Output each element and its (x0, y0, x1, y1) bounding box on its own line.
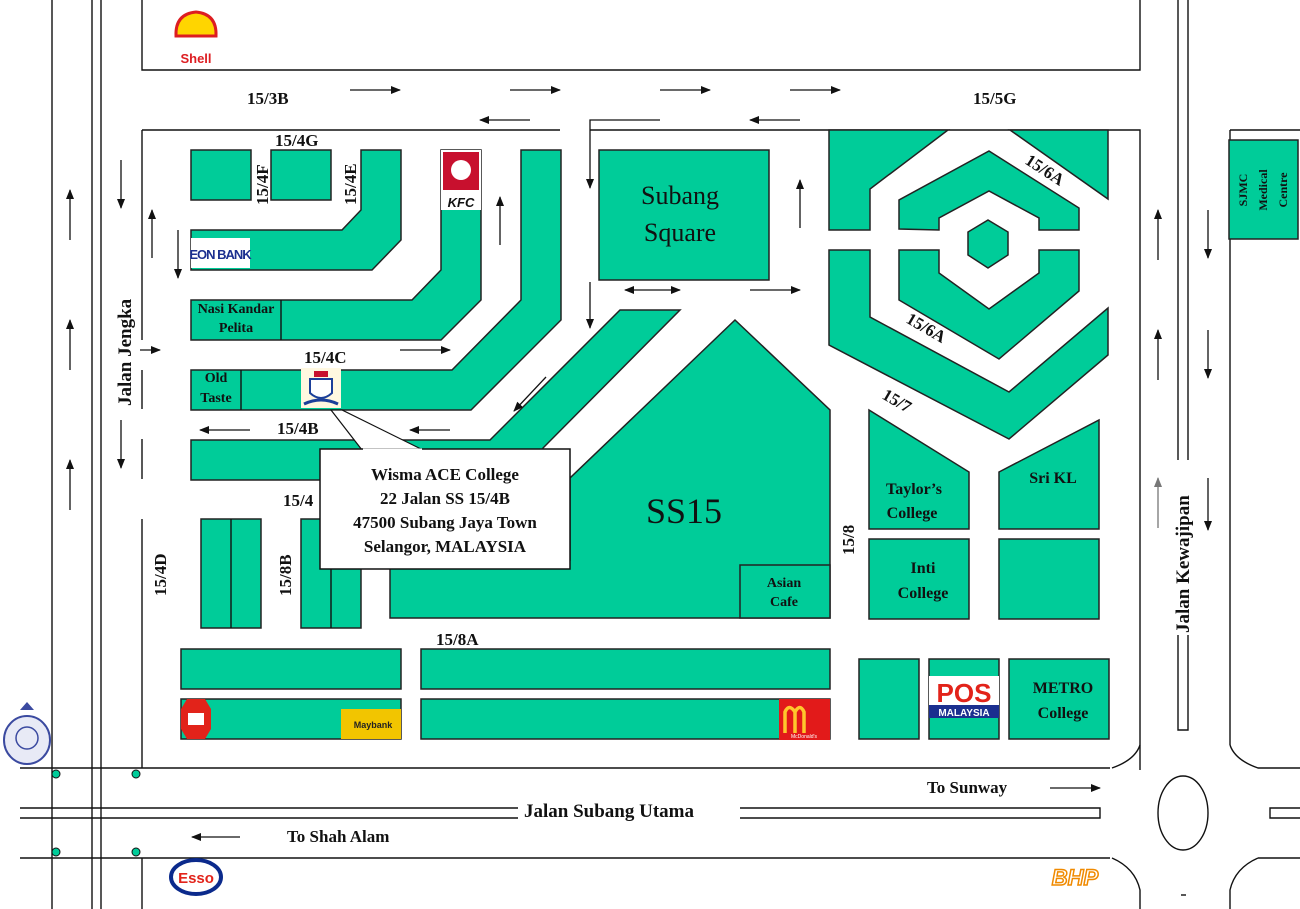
block-inti (868, 538, 970, 620)
inti-label: Inti (911, 560, 936, 577)
inti-label-2: College (898, 585, 949, 602)
road-label-15-4: 15/4 (283, 491, 314, 510)
block-15-4g-west (190, 149, 252, 201)
traffic-arrows (66, 86, 1212, 841)
direction-to-sunway: To Sunway (927, 778, 1008, 797)
road-label-jalan-subang-utama: Jalan Subang Utama (524, 801, 694, 822)
svg-text:KFC: KFC (448, 195, 475, 210)
svg-text:Esso: Esso (178, 870, 214, 887)
ss15-label: SS15 (646, 491, 722, 531)
block-small (858, 658, 920, 740)
callout-line-2: 22 Jalan SS 15/4B (380, 489, 510, 508)
traffic-lights (51, 769, 141, 857)
sjmc-label-2: Medical (1256, 169, 1270, 211)
road-label-jalan-jengka: Jalan Jengka (115, 298, 136, 406)
place-labels: Subang Square SS15 Nasi Kandar Pelita Ol… (198, 169, 1290, 722)
esso-logo: Esso (169, 858, 223, 896)
block-empty (998, 538, 1100, 620)
kfc-logo: KFC (441, 150, 481, 210)
asian-cafe-label: Asian (767, 576, 801, 591)
callout-line-4: Selangor, MALAYSIA (364, 537, 527, 556)
road-label-15-4c: 15/4C (304, 348, 347, 367)
roundabout (1157, 775, 1209, 851)
petrol-station-octagon-logo (181, 699, 211, 739)
block-asian-cafe (739, 564, 831, 619)
block-subang-square (598, 149, 770, 281)
ace-college-logo (301, 368, 341, 408)
block-hex-inner-top (898, 150, 1080, 231)
svg-text:Shell: Shell (180, 51, 211, 66)
bhp-petrol-logo: BHP (1051, 864, 1099, 891)
sjmc-label: SJMC (1236, 174, 1250, 207)
block-15-8a-west (180, 648, 402, 690)
block-hex-ne (1007, 129, 1109, 201)
block-sjmc (1228, 139, 1299, 240)
road-labels: 15/3B 15/5G 15/4G 15/4F 15/4E 15/4C 15/4… (110, 89, 1198, 846)
block-hex-inner-bottom (898, 249, 1080, 360)
police-crest-logo (3, 702, 51, 765)
block-15-4g-east (270, 149, 332, 201)
road-label-15-3b: 15/3B (247, 89, 289, 108)
mcdonalds-logo: McDonald's (779, 699, 830, 740)
svg-text:EON BANK: EON BANK (189, 247, 252, 262)
svg-text:MALAYSIA: MALAYSIA (938, 708, 989, 719)
nasi-kandar-label: Nasi Kandar (198, 302, 275, 317)
callout-line-1: Wisma ACE College (371, 465, 519, 484)
svg-text:Maybank: Maybank (354, 720, 394, 730)
road-label-15-8a: 15/8A (436, 630, 479, 649)
taylors-label: Taylor’s (886, 481, 942, 498)
road-label-15-8b: 15/8B (276, 554, 295, 596)
block-taylors (868, 408, 970, 530)
block-hex-center (967, 219, 1009, 269)
block-hex-nw (828, 129, 951, 231)
metro-label-2: College (1038, 705, 1089, 722)
shell-logo: Shell (174, 10, 218, 66)
old-taste-label: Old (205, 371, 228, 386)
svg-text:McDonald's: McDonald's (791, 734, 817, 740)
direction-to-shah-alam: To Shah Alam (287, 827, 389, 846)
block-metro (1008, 658, 1110, 740)
block-sri-kl (998, 418, 1100, 530)
maybank-logo: Maybank (341, 709, 401, 739)
eon-bank-logo: EON BANK (189, 238, 253, 268)
road-label-jalan-kewajipan: Jalan Kewajipan (1173, 495, 1194, 633)
road-label-15-4b: 15/4B (277, 419, 319, 438)
sjmc-label-3: Centre (1276, 172, 1290, 208)
pos-malaysia-logo: POS MALAYSIA (929, 676, 999, 719)
road-lines (20, 0, 1300, 909)
road-label-15-4f: 15/4F (253, 164, 272, 205)
taylors-label-2: College (887, 505, 938, 522)
asian-cafe-label-2: Cafe (770, 595, 798, 610)
nasi-kandar-label-2: Pelita (219, 321, 253, 336)
block-hex-outer-bottom (828, 249, 1109, 440)
subang-square-label: Subang (641, 181, 719, 210)
road-label-15-8: 15/8 (839, 525, 858, 555)
block-15-4c (190, 149, 562, 411)
svg-text:POS: POS (937, 678, 992, 708)
metro-label: METRO (1033, 680, 1093, 697)
sri-kl-label: Sri KL (1029, 470, 1077, 487)
block-mcdonalds (420, 698, 831, 740)
road-label-15-7: 15/7 (879, 385, 915, 417)
building-blocks (180, 129, 1299, 740)
block-15-8a-east (420, 648, 831, 690)
svg-text:BHP: BHP (1052, 865, 1099, 890)
road-label-15-5g: 15/5G (973, 89, 1016, 108)
callout-wisma-ace-college: Wisma ACE College 22 Jalan SS 15/4B 4750… (319, 409, 571, 570)
subang-square-label-2: Square (644, 218, 716, 247)
road-label-15-4e: 15/4E (341, 163, 360, 205)
road-label-15-4g: 15/4G (275, 131, 318, 150)
road-label-15-4d: 15/4D (151, 554, 170, 597)
block-15-4b (190, 309, 682, 481)
old-taste-label-2: Taste (200, 391, 231, 406)
callout-line-3: 47500 Subang Jaya Town (353, 513, 537, 532)
